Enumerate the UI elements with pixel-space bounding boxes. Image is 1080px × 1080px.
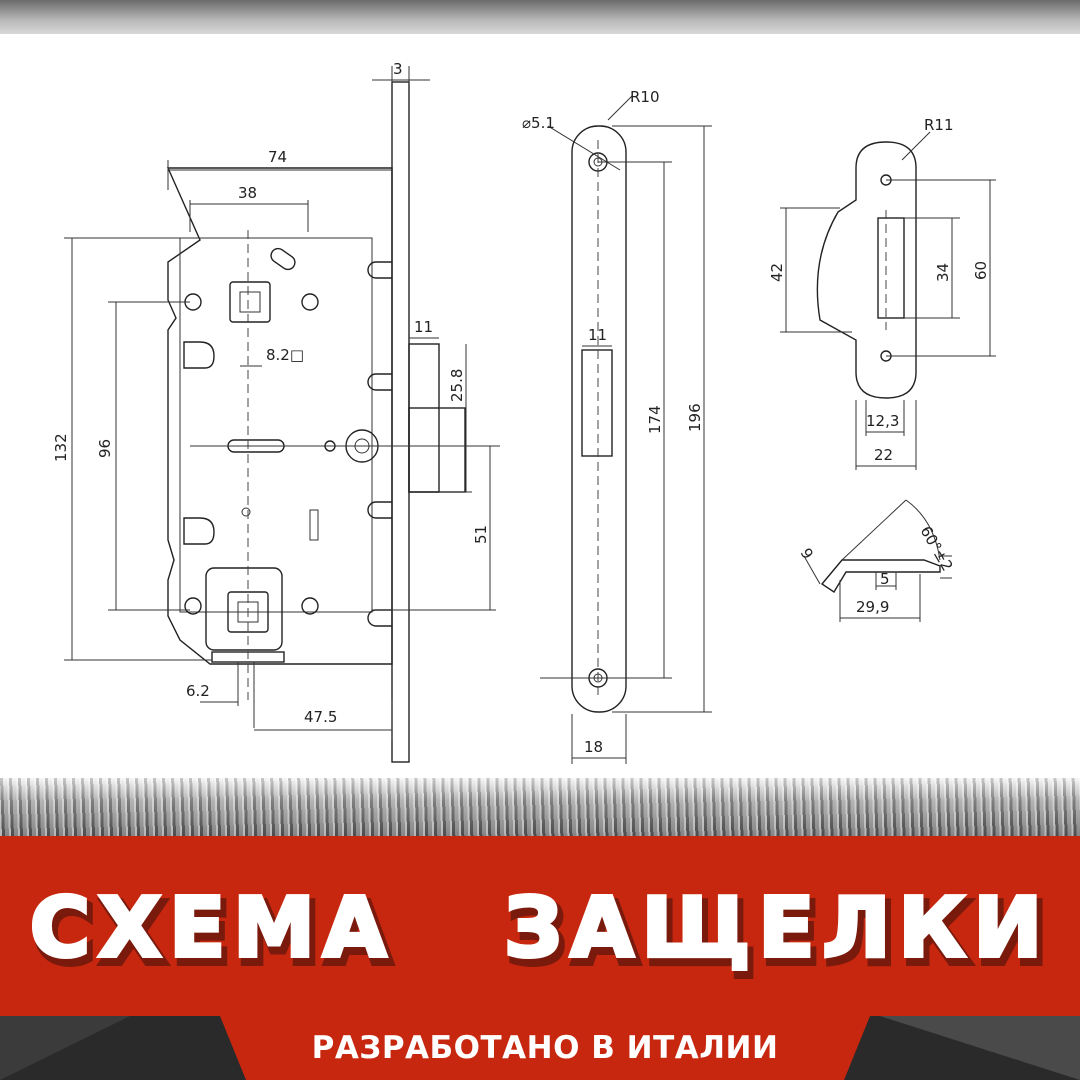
faceplate-front-drawing: ⌀5.1 R10 11 174 196 18 — [522, 88, 712, 764]
inner-plate — [179, 237, 373, 613]
bottom-spindle-hole — [227, 591, 269, 633]
u-clip-top — [183, 341, 215, 369]
subtitle-plate — [220, 1016, 870, 1080]
dim-lip-height: 42 — [768, 263, 786, 282]
dim-faceplate-length: 196 — [686, 403, 704, 432]
faceplate-outline — [571, 125, 627, 713]
dim-bottom-offset: 6.2 — [186, 682, 210, 700]
lock-body-dimensions — [64, 66, 496, 740]
strike-plate-drawing: R11 42 34 60 12,3 22 — [768, 116, 996, 470]
dim-corner-radius: R10 — [630, 88, 660, 106]
latch-schematic: 3 74 38 132 96 8.2□ 11 25.8 51 6.2 47.5 — [52, 60, 996, 764]
dim-strike-hole-spacing: 60 — [972, 261, 990, 280]
dim-backset: 47.5 — [304, 708, 337, 726]
dim-hole-spacing: 96 — [96, 439, 114, 458]
dim-faceplate-width: 18 — [584, 738, 603, 756]
dim-height-total: 132 — [52, 433, 70, 462]
top-metal-band — [0, 0, 1080, 34]
dim-window-width-strike: 12,3 — [866, 412, 899, 430]
strike-plate-dimensions — [780, 131, 996, 470]
strike-window — [877, 217, 905, 319]
latch-bolt-tip — [408, 407, 466, 493]
dim-strike-width: 22 — [874, 446, 893, 464]
strike-plate-outline — [816, 141, 917, 399]
top-spindle-square — [239, 291, 261, 313]
small-hole-1 — [241, 507, 251, 517]
top-slot — [270, 247, 296, 271]
faceplate-dimensions — [540, 95, 712, 764]
banner-title: СХЕМА ЗАЩЕЛКИ — [30, 881, 1050, 976]
latch-profile-dimensions — [803, 499, 952, 622]
top-spindle-hole — [229, 281, 271, 323]
latch-profile-drawing: 60°±2 9 5 29,9 — [797, 499, 956, 622]
dim-faceplate-thickness: 3 — [393, 60, 403, 78]
dim-latch-length: 29,9 — [856, 598, 889, 616]
mount-hole-br — [301, 597, 319, 615]
lock-body-outline — [166, 167, 393, 665]
dim-latch-tip: 5 — [880, 570, 890, 588]
lock-body-drawing: 3 74 38 132 96 8.2□ 11 25.8 51 6.2 47.5 — [52, 60, 500, 763]
technical-drawing-panel: 3 74 38 132 96 8.2□ 11 25.8 51 6.2 47.5 — [0, 34, 1080, 778]
banner-title-svg: СХЕМА ЗАЩЕЛКИ СХЕМА ЗАЩЕЛКИ — [28, 879, 1054, 986]
dim-strike-radius: R11 — [924, 116, 954, 134]
dim-body-width: 74 — [268, 148, 287, 166]
dim-square-spindle: 8.2□ — [266, 346, 304, 364]
dim-window-width: 11 — [588, 326, 607, 344]
side-faceplate — [391, 81, 410, 763]
dim-latch-width: 11 — [414, 318, 433, 336]
dim-window-height: 34 — [934, 263, 952, 282]
dim-distance-51: 51 — [472, 525, 490, 544]
dim-hole-centers: 174 — [646, 405, 664, 434]
latch-bolt — [408, 343, 440, 493]
u-clip-bottom — [183, 517, 215, 545]
dim-hole-diameter: ⌀5.1 — [522, 114, 555, 132]
dim-backset-gap: 38 — [238, 184, 257, 202]
brushed-metal-band — [0, 778, 1080, 836]
bottom-wedge-left — [0, 1016, 130, 1080]
mount-hole-tr — [301, 293, 319, 311]
faceplate-window — [581, 349, 613, 457]
title-banner: СХЕМА ЗАЩЕЛКИ СХЕМА ЗАЩЕЛКИ — [0, 836, 1080, 1016]
latch-profile-shape — [820, 559, 941, 593]
dim-latch-projection: 25.8 — [448, 369, 466, 402]
bottom-wedge-right — [880, 1016, 1080, 1080]
bottom-spindle-box — [205, 567, 283, 651]
mount-hole-bl — [184, 597, 202, 615]
subtitle-text: РАЗРАБОТАНО В ИТАЛИИ — [311, 1030, 779, 1066]
side-slot — [309, 509, 319, 541]
banner-title-shadow: СХЕМА ЗАЩЕЛКИ — [34, 887, 1054, 982]
dim-latch-thickness: 9 — [797, 545, 817, 562]
